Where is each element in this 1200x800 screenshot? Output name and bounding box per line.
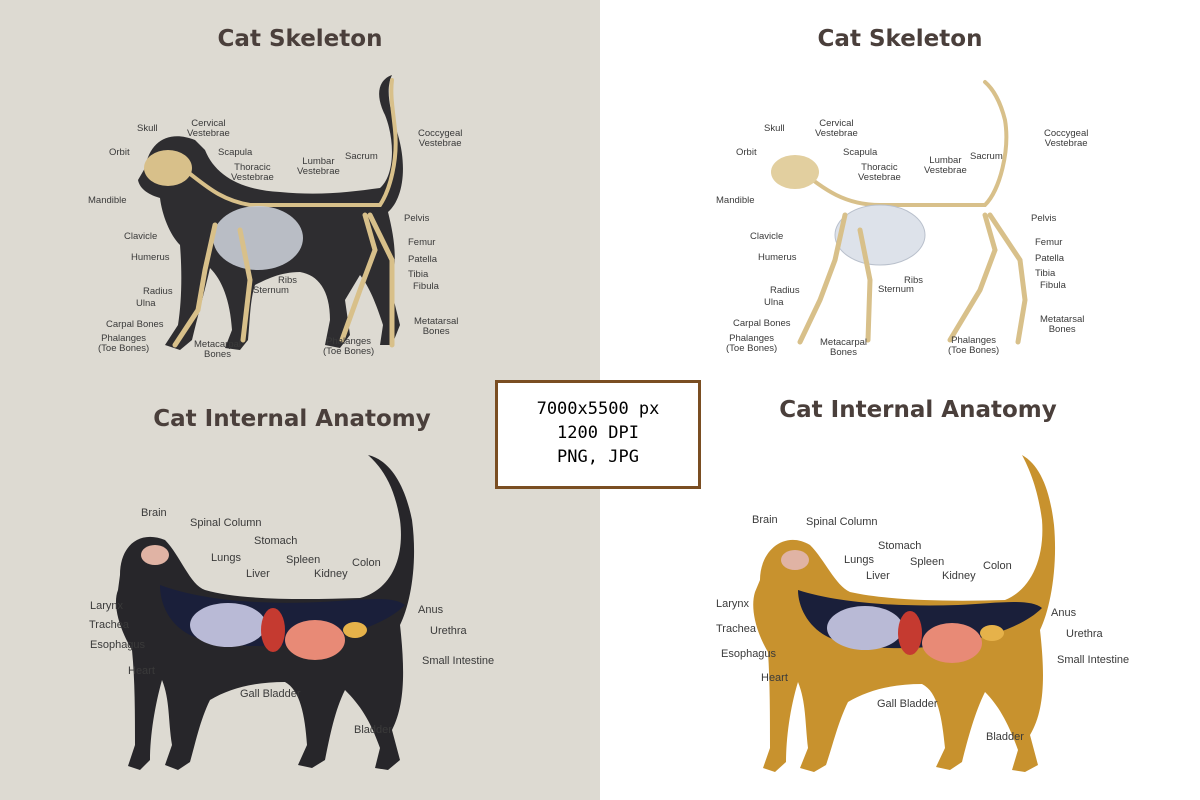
anatomy-black-cat (115, 455, 415, 770)
label-radius-r: Radius (770, 285, 800, 296)
label-liver: Liver (246, 568, 270, 580)
label-orbit-r: Orbit (736, 147, 757, 158)
label-colon: Colon (352, 557, 381, 569)
label-lumbar: Lumbar Vestebrae (297, 156, 340, 177)
label-brain-r: Brain (752, 514, 778, 526)
resolution-badge: 7000x5500 px 1200 DPI PNG, JPG (495, 380, 701, 489)
label-pelvis: Pelvis (404, 213, 430, 224)
label-liver-r: Liver (866, 570, 890, 582)
label-ulna-r: Ulna (764, 297, 784, 308)
label-sacrum-r: Sacrum (970, 151, 1003, 162)
label-ulna: Ulna (136, 298, 156, 309)
label-sacrum: Sacrum (345, 151, 378, 162)
label-clavicle: Clavicle (124, 231, 158, 242)
label-trachea-r: Trachea (716, 623, 756, 635)
label-mandible: Mandible (88, 195, 127, 206)
label-sternum: Sternum (253, 285, 289, 296)
skeleton-black-cat (138, 75, 403, 350)
label-urethra-r: Urethra (1066, 628, 1103, 640)
badge-formats: PNG, JPG (557, 447, 639, 467)
label-kidney-r: Kidney (942, 570, 976, 582)
label-lungs-r: Lungs (844, 554, 874, 566)
label-spleen: Spleen (286, 554, 321, 566)
label-metacarpal: Metacarpal Bones (194, 339, 241, 360)
label-radius: Radius (143, 286, 173, 297)
label-phalanges-front-r: Phalanges (Toe Bones) (726, 333, 778, 354)
label-spinal: Spinal Column (190, 517, 262, 529)
label-patella: Patella (408, 254, 438, 265)
label-phalanges-rear-r: Phalanges (Toe Bones) (948, 335, 1000, 356)
label-pelvis-r: Pelvis (1031, 213, 1057, 224)
label-lumbar-r: Lumbar Vestebrae (924, 155, 967, 176)
label-larynx: Larynx (90, 600, 124, 612)
title-anatomy-left: Cat Internal Anatomy (153, 406, 431, 432)
label-scapula-r: Scapula (843, 147, 878, 158)
label-bladder-r: Bladder (986, 731, 1024, 743)
anatomy-orange-cat (753, 455, 1056, 772)
label-stomach-r: Stomach (878, 540, 922, 552)
label-gall-bladder-r: Gall Bladder (877, 698, 938, 710)
label-metacarpal-r: Metacarpal Bones (820, 337, 867, 358)
label-esophagus: Esophagus (90, 639, 146, 651)
label-esophagus-r: Esophagus (721, 648, 777, 660)
label-thoracic: Thoracic Vestebrae (231, 162, 274, 183)
label-lungs: Lungs (211, 552, 241, 564)
label-spinal-r: Spinal Column (806, 516, 878, 528)
label-small-intestine-r: Small Intestine (1057, 654, 1130, 666)
label-orbit: Orbit (109, 147, 130, 158)
label-carpal-r: Carpal Bones (733, 318, 791, 329)
label-kidney: Kidney (314, 568, 348, 580)
title-skeleton-right: Cat Skeleton (817, 26, 983, 52)
label-fibula-r: Fibula (1040, 280, 1066, 291)
label-bladder: Bladder (354, 724, 392, 736)
badge-dimensions: 7000x5500 px (536, 399, 660, 419)
label-humerus-r: Humerus (758, 252, 797, 263)
label-urethra: Urethra (430, 625, 467, 637)
label-trachea: Trachea (89, 619, 129, 631)
title-skeleton-left: Cat Skeleton (217, 26, 383, 52)
label-small-intestine: Small Intestine (422, 655, 495, 667)
label-fibula: Fibula (413, 281, 439, 292)
label-skull-r: Skull (764, 123, 785, 134)
label-brain: Brain (141, 507, 167, 519)
label-stomach: Stomach (254, 535, 298, 547)
label-larynx-r: Larynx (716, 598, 750, 610)
label-phalanges-rear: Phalanges (Toe Bones) (323, 336, 375, 357)
label-anus: Anus (418, 604, 444, 616)
label-spleen-r: Spleen (910, 556, 945, 568)
skeleton-bones-only (771, 80, 1028, 345)
label-ribs: Ribs (278, 275, 298, 286)
label-metatarsal: Metatarsal Bones (414, 316, 459, 337)
label-thoracic-r: Thoracic Vestebrae (858, 162, 901, 183)
label-coccygeal: Coccygeal Vestebrae (418, 128, 463, 149)
label-tibia: Tibia (408, 269, 429, 280)
label-phalanges-front: Phalanges (Toe Bones) (98, 333, 150, 354)
label-sternum-r: Sternum (878, 284, 914, 295)
label-anus-r: Anus (1051, 607, 1077, 619)
label-humerus: Humerus (131, 252, 170, 263)
label-clavicle-r: Clavicle (750, 231, 784, 242)
label-carpal: Carpal Bones (106, 319, 164, 330)
label-coccygeal-r: Coccygeal Vestebrae (1044, 128, 1089, 149)
label-cervical: Cervical Vestebrae (187, 118, 230, 139)
label-femur-r: Femur (1035, 237, 1063, 248)
label-metatarsal-r: Metatarsal Bones (1040, 314, 1085, 335)
label-gall-bladder: Gall Bladder (240, 688, 301, 700)
label-patella-r: Patella (1035, 253, 1065, 264)
label-colon-r: Colon (983, 560, 1012, 572)
label-skull: Skull (137, 123, 158, 134)
label-cervical-r: Cervical Vestebrae (815, 118, 858, 139)
title-anatomy-right: Cat Internal Anatomy (779, 397, 1057, 423)
label-heart-r: Heart (761, 672, 788, 684)
label-tibia-r: Tibia (1035, 268, 1056, 279)
label-scapula: Scapula (218, 147, 253, 158)
label-femur: Femur (408, 237, 436, 248)
label-heart: Heart (128, 665, 155, 677)
label-mandible-r: Mandible (716, 195, 755, 206)
badge-dpi: 1200 DPI (557, 423, 639, 443)
label-ribs-r: Ribs (904, 275, 924, 286)
